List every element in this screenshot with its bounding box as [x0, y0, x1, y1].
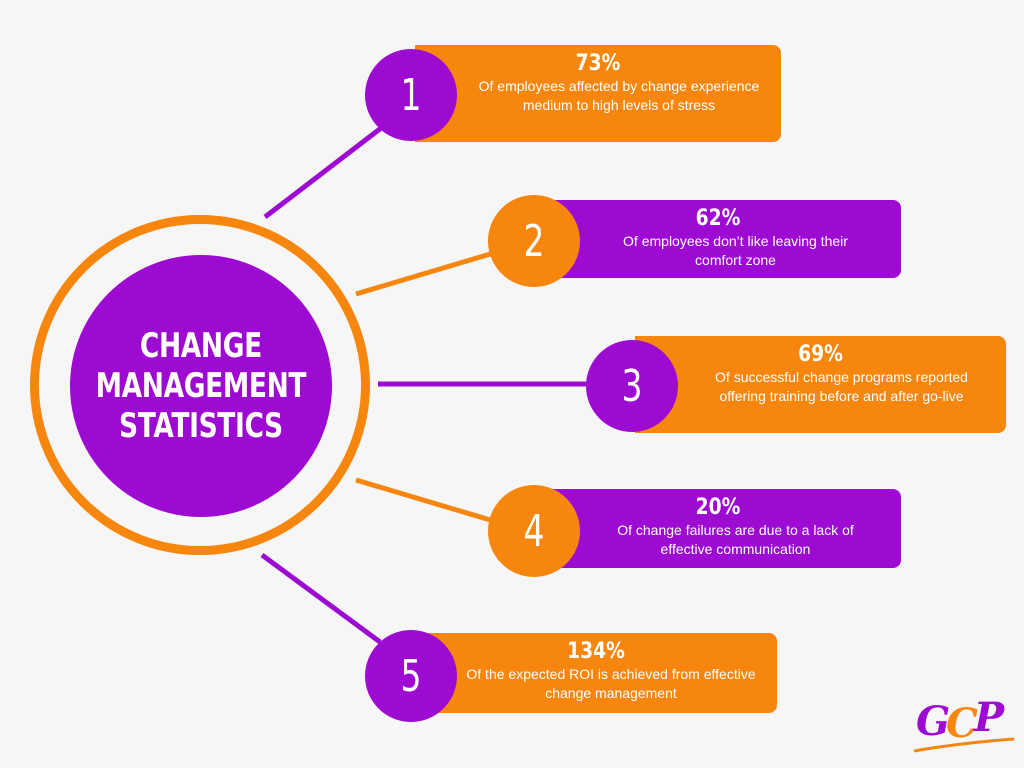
gcp-logo: G C P: [913, 694, 1015, 753]
stat-text-4: Of change failures are due to a lack of …: [617, 522, 854, 557]
stat-percent-5: 134%: [567, 639, 625, 664]
center-ring: [30, 215, 370, 555]
center-circle: CHANGE MANAGEMENT STATISTICS: [70, 255, 332, 517]
stat-text-1: Of employees affected by change experien…: [478, 78, 760, 113]
svg-text:G: G: [916, 698, 950, 745]
stat-text-5: Of the expected ROI is achieved from eff…: [466, 666, 756, 701]
stat-bar-2: 62% Of employees don’t like leaving thei…: [535, 200, 901, 278]
stat-text-2: Of employees don’t like leaving their co…: [623, 233, 848, 268]
svg-text:P: P: [973, 694, 1006, 741]
stat-text-3: Of successful change programs reported o…: [715, 369, 968, 404]
connector-5: [260, 552, 382, 645]
stat-number-3: 3: [586, 340, 678, 432]
stat-percent-3: 69%: [798, 342, 843, 367]
stat-bar-4: 20% Of change failures are due to a lack…: [535, 489, 901, 568]
stat-bar-5: 134% Of the expected ROI is achieved fro…: [415, 633, 777, 713]
stat-percent-2: 62%: [695, 206, 741, 231]
stat-number-2: 2: [488, 195, 580, 287]
diagram-title: CHANGE MANAGEMENT STATISTICS: [95, 326, 307, 446]
stat-percent-1: 73%: [575, 51, 621, 76]
connector-1: [263, 123, 387, 219]
stat-percent-4: 20%: [695, 495, 741, 520]
stat-number-4: 4: [488, 485, 580, 577]
stat-number-1: 1: [365, 49, 457, 141]
connector-4: [355, 477, 498, 525]
connector-2: [355, 249, 498, 297]
stat-bar-3: 69% Of successful change programs report…: [635, 336, 1006, 433]
svg-text:C: C: [946, 700, 978, 747]
stat-bar-1: 73% Of employees affected by change expe…: [415, 45, 781, 142]
stat-number-5: 5: [365, 630, 457, 722]
